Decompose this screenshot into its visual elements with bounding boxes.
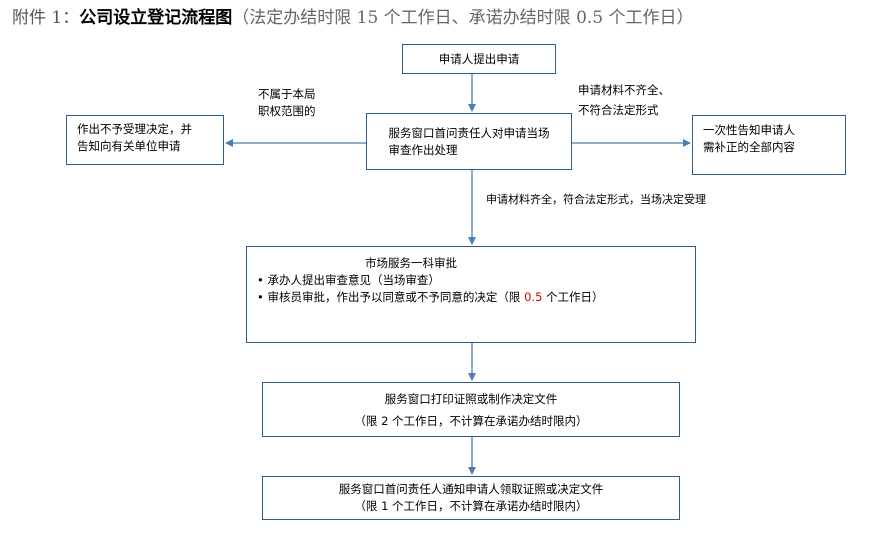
title-main: 公司设立登记流程图 xyxy=(79,8,233,28)
node-notify-line1: 一次性告知申请人 xyxy=(703,123,795,137)
title-prefix: 附件 1： xyxy=(12,8,80,28)
edge-label-incomplete-line1: 申请材料不齐全、 xyxy=(578,83,670,97)
title-suffix: （法定办结时限 15 个工作日、承诺办结时限 0.5 个工作日） xyxy=(232,8,694,28)
node-collect: 服务窗口首问责任人通知申请人领取证照或决定文件 （限 1 个工作日，不计算在承诺… xyxy=(262,476,680,520)
node-notify-line2: 需补正的全部内容 xyxy=(703,140,795,154)
node-approve: 市场服务一科审批 • 承办人提出审查意见（当场审查） • 审核员审批，作出予以同… xyxy=(246,246,696,343)
node-approve-item2: • 审核员审批，作出予以同意或不予同意的决定（限 0.5 个工作日） xyxy=(257,289,695,306)
node-approve-item2-num: 0.5 xyxy=(520,290,547,304)
node-print-line2: （限 2 个工作日，不计算在承诺办结时限内） xyxy=(354,413,588,428)
node-approve-item2-post: 个工作日） xyxy=(546,290,604,304)
node-approve-item2-pre: • 审核员审批，作出予以同意或不予同意的决定（限 xyxy=(257,290,521,304)
node-reject: 作出不予受理决定，并 告知向有关单位申请 xyxy=(66,115,224,165)
node-collect-line2: （限 1 个工作日，不计算在承诺办结时限内） xyxy=(354,499,588,513)
node-notify: 一次性告知申请人 需补正的全部内容 xyxy=(692,115,846,175)
edge-label-not-scope-line2: 职权范围的 xyxy=(258,104,316,118)
node-approve-item1: • 承办人提出审查意见（当场审查） xyxy=(257,273,440,287)
node-review: 服务窗口首问责任人对申请当场 审查作出处理 xyxy=(366,113,572,170)
node-apply: 申请人提出申请 xyxy=(402,44,556,74)
node-review-line2: 审查作出处理 xyxy=(388,142,458,157)
node-reject-line1: 作出不予受理决定，并 xyxy=(77,122,192,136)
node-approve-title: 市场服务一科审批 xyxy=(365,256,457,270)
node-collect-line1: 服务窗口首问责任人通知申请人领取证照或决定文件 xyxy=(338,482,604,496)
node-apply-label: 申请人提出申请 xyxy=(438,51,520,66)
edge-label-not-scope: 不属于本局 职权范围的 xyxy=(258,86,316,120)
edge-label-not-scope-line1: 不属于本局 xyxy=(258,87,316,101)
edge-label-complete: 申请材料齐全，符合法定形式，当场决定受理 xyxy=(486,193,706,206)
node-reject-line2: 告知向有关单位申请 xyxy=(77,139,181,153)
node-print-line1: 服务窗口打印证照或制作决定文件 xyxy=(384,391,558,406)
edge-label-incomplete: 申请材料不齐全、 不符合法定形式 xyxy=(578,80,670,120)
edge-label-incomplete-line2: 不符合法定形式 xyxy=(578,103,659,117)
page-title: 附件 1：公司设立登记流程图（法定办结时限 15 个工作日、承诺办结时限 0.5… xyxy=(12,6,878,34)
node-print: 服务窗口打印证照或制作决定文件 （限 2 个工作日，不计算在承诺办结时限内） xyxy=(262,382,680,437)
node-review-line1: 服务窗口首问责任人对申请当场 xyxy=(388,125,550,140)
